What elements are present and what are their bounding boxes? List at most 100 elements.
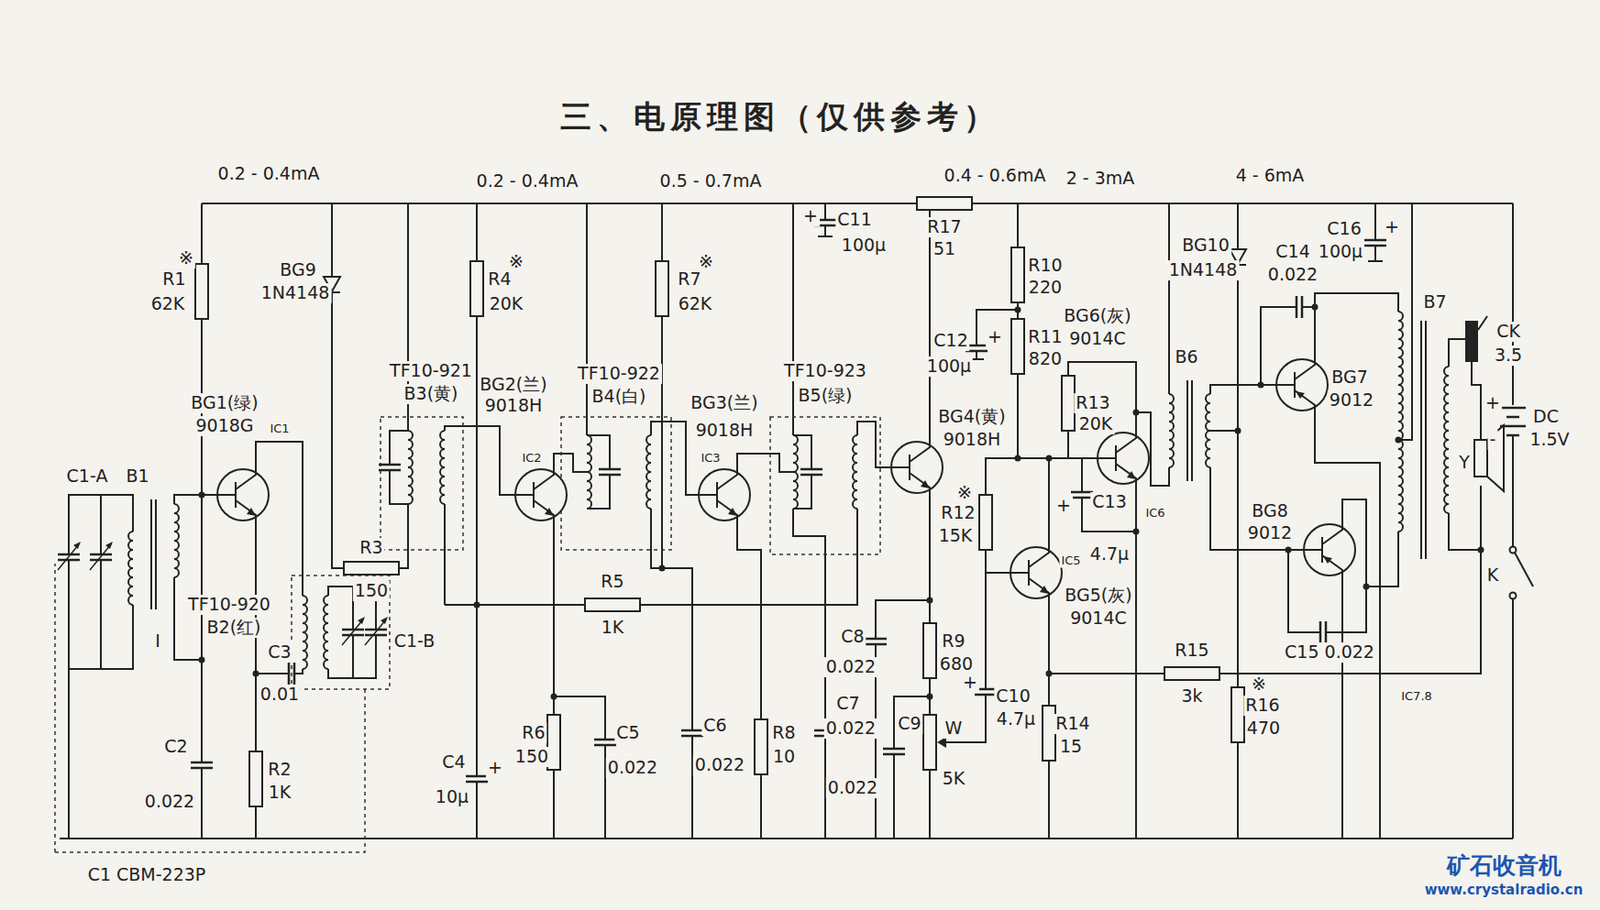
part-label: TF10-923 — [782, 361, 869, 382]
part-label: C14 — [1273, 242, 1312, 263]
part-label: R6 — [519, 723, 547, 744]
resistor-symbol — [655, 261, 669, 317]
resistor-symbol — [470, 261, 484, 317]
part-label: W — [943, 718, 965, 740]
part-label: ※ — [507, 252, 526, 273]
part-label: C4 — [440, 752, 467, 773]
part-label: 20K — [1077, 414, 1115, 435]
part-label: 0.2 - 0.4mA — [216, 164, 322, 185]
supply-rail — [59, 203, 1513, 839]
part-label: 100μ — [1316, 242, 1365, 263]
transistor-symbol — [1010, 547, 1062, 599]
part-label: B2(红) — [205, 617, 264, 639]
wire — [875, 203, 930, 839]
resistor-symbol — [249, 751, 263, 807]
variable-capacitor — [342, 617, 365, 646]
capacitor-symbol — [288, 662, 295, 685]
capacitor-symbol — [465, 776, 488, 783]
coil-symbol — [1444, 440, 1449, 514]
part-label: R1 — [160, 269, 188, 290]
part-label: 10 — [771, 747, 797, 768]
diagram-title: 三、电原理图（仅供参考） — [560, 96, 1001, 139]
pin-label: IC2 — [519, 452, 543, 466]
part-label: 0.4 - 0.6mA — [942, 165, 1049, 187]
part-label: R16 — [1243, 695, 1281, 717]
part-label: C10 — [993, 686, 1032, 707]
part-label: + — [1382, 217, 1402, 238]
transistor-symbol — [698, 469, 751, 521]
transformer-core — [1421, 320, 1426, 560]
shield-outlines — [55, 417, 881, 853]
coil-symbol — [1444, 366, 1449, 441]
coil-symbol — [1398, 458, 1403, 532]
capacitor-symbol — [882, 749, 905, 755]
coil-symbol — [1169, 394, 1174, 468]
part-label: R5 — [598, 572, 626, 593]
part-label: TF10-922 — [575, 364, 663, 385]
coil-symbol — [128, 531, 133, 606]
transistor-symbol — [515, 469, 567, 521]
capacitor-symbol — [378, 464, 401, 471]
part-label: C16 — [1324, 219, 1363, 240]
part-label: 0.022 — [824, 657, 878, 678]
shield-box — [291, 575, 390, 690]
capacitor-symbol — [800, 469, 823, 475]
part-label: 680 — [937, 654, 975, 675]
capacitor-symbol — [864, 639, 887, 645]
part-label: R8 — [770, 723, 797, 744]
part-label: 5K — [940, 769, 968, 790]
part-label: C6 — [701, 716, 729, 737]
part-label: 9018G — [193, 416, 255, 437]
part-label: 3k — [1179, 686, 1204, 707]
part-label: 9018H — [483, 396, 545, 417]
part-label: Y — [1456, 452, 1472, 474]
pin-label: IC3 — [698, 452, 722, 466]
part-label: BG3(兰) — [688, 393, 760, 414]
part-label: + — [1054, 496, 1073, 517]
part-label: 1K — [599, 617, 627, 639]
part-label: B7 — [1421, 292, 1448, 313]
transistor-symbol — [1097, 432, 1149, 485]
wire — [1260, 293, 1399, 839]
part-label: C15 0.022 — [1282, 642, 1377, 663]
part-label: 0.022 — [143, 792, 197, 813]
capacitor-symbol — [594, 739, 617, 746]
part-label: R14 — [1053, 714, 1092, 735]
wires — [59, 203, 1513, 839]
coil-symbol — [1398, 385, 1403, 459]
speaker-cone — [1487, 425, 1504, 492]
part-label: 150 — [353, 581, 390, 602]
part-label: + — [485, 758, 505, 779]
part-label: 150 — [513, 747, 551, 768]
part-label: ※ — [955, 483, 974, 504]
part-label: R9 — [939, 631, 967, 652]
part-label: R15 — [1172, 640, 1211, 662]
pin-label: IC5 — [1059, 554, 1082, 569]
part-label: B5(绿) — [796, 386, 855, 407]
resistor-symbol — [584, 598, 640, 612]
part-label: R4 — [485, 269, 513, 290]
wire — [737, 453, 794, 839]
part-label: 15K — [937, 526, 975, 547]
coil-symbol — [586, 435, 592, 509]
part-label: TF10-920 — [186, 595, 273, 616]
part-label: 0.5 - 0.7mA — [658, 171, 764, 192]
part-label: B6 — [1172, 347, 1200, 368]
wire — [1169, 203, 1304, 839]
part-label: 9012 — [1246, 523, 1294, 544]
watermark: 矿石收音机 — [1445, 853, 1564, 881]
part-label: TF10-921 — [387, 361, 475, 382]
part-label: 0.2 - 0.4mA — [474, 171, 581, 192]
shield-box — [770, 417, 881, 555]
part-label: 9014C — [1067, 329, 1128, 350]
part-label: BG6(灰) — [1061, 306, 1133, 327]
part-label: C1-B — [392, 631, 438, 652]
coil-symbol — [1398, 311, 1403, 386]
part-label: 220 — [1026, 277, 1064, 298]
wire — [444, 203, 858, 839]
part-label: 10μ — [433, 787, 471, 808]
coil-symbol — [440, 430, 445, 505]
wire — [331, 203, 409, 569]
part-label: + — [1483, 393, 1502, 414]
